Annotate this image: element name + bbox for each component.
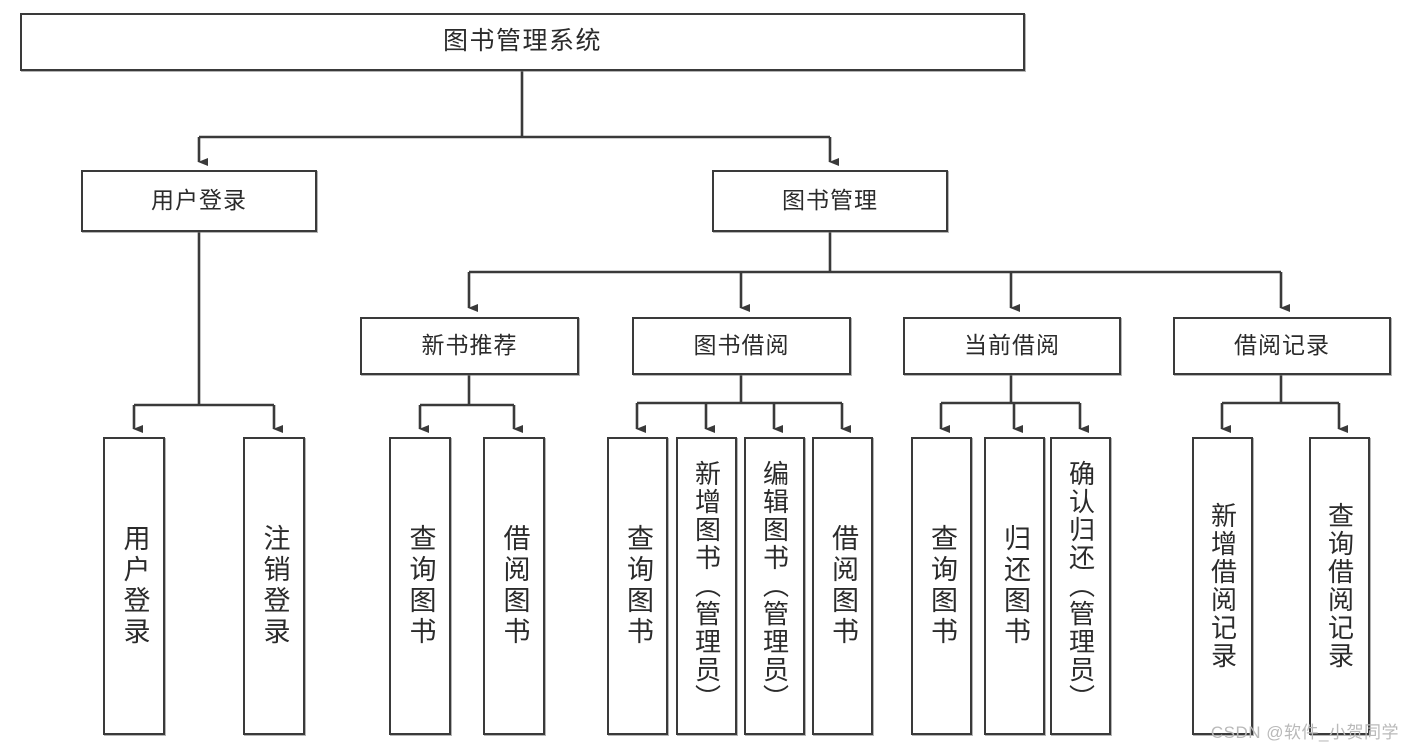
- node-borrow-record[interactable]: 借阅记录: [1173, 317, 1391, 375]
- node-label: 查询图书: [927, 524, 957, 648]
- node-label: 注销登录: [259, 524, 290, 648]
- node-book-borrow[interactable]: 图书借阅: [632, 317, 851, 375]
- leaf-logout[interactable]: 注销登录: [243, 437, 305, 735]
- node-label: 编辑图书（管理员）: [759, 460, 790, 712]
- node-label: 借阅图书: [499, 524, 530, 648]
- leaf-borrow-books[interactable]: 借阅图书: [812, 437, 873, 735]
- leaf-add-book-admin[interactable]: 新增图书（管理员）: [676, 437, 737, 735]
- node-label: 当前借阅: [964, 332, 1060, 359]
- node-label: 查询借阅记录: [1324, 502, 1355, 670]
- node-label: 新增图书（管理员）: [691, 460, 722, 712]
- node-label: 归还图书: [1000, 524, 1030, 648]
- leaf-borrow-books-recommend[interactable]: 借阅图书: [483, 437, 545, 735]
- leaf-query-borrow-record[interactable]: 查询借阅记录: [1309, 437, 1370, 735]
- node-root-system[interactable]: 图书管理系统: [20, 13, 1025, 71]
- node-label: 确认归还（管理员）: [1065, 460, 1096, 712]
- node-label: 用户登录: [119, 524, 150, 648]
- node-current-borrow[interactable]: 当前借阅: [903, 317, 1121, 375]
- leaf-query-books-recommend[interactable]: 查询图书: [389, 437, 451, 735]
- node-book-management[interactable]: 图书管理: [712, 170, 948, 232]
- node-label: 借阅记录: [1234, 332, 1330, 359]
- leaf-confirm-return-admin[interactable]: 确认归还（管理员）: [1050, 437, 1111, 735]
- node-label: 图书管理: [782, 187, 878, 214]
- leaf-add-borrow-record[interactable]: 新增借阅记录: [1192, 437, 1253, 735]
- node-label: 图书管理系统: [442, 27, 602, 56]
- leaf-return-books[interactable]: 归还图书: [984, 437, 1045, 735]
- watermark: CSDN @软件_小贺同学: [1210, 723, 1399, 742]
- leaf-user-login[interactable]: 用户登录: [103, 437, 165, 735]
- leaf-edit-book-admin[interactable]: 编辑图书（管理员）: [744, 437, 805, 735]
- leaf-query-books-borrow[interactable]: 查询图书: [607, 437, 668, 735]
- node-user-login[interactable]: 用户登录: [81, 170, 317, 232]
- leaf-query-books-current[interactable]: 查询图书: [911, 437, 972, 735]
- node-label: 查询图书: [623, 524, 653, 648]
- node-label: 图书借阅: [693, 332, 790, 359]
- node-label: 用户登录: [151, 187, 247, 214]
- node-label: 新增借阅记录: [1207, 502, 1238, 670]
- node-new-book-recommend[interactable]: 新书推荐: [360, 317, 579, 375]
- node-label: 查询图书: [405, 524, 436, 648]
- node-label: 借阅图书: [828, 524, 858, 648]
- node-label: 新书推荐: [421, 332, 518, 359]
